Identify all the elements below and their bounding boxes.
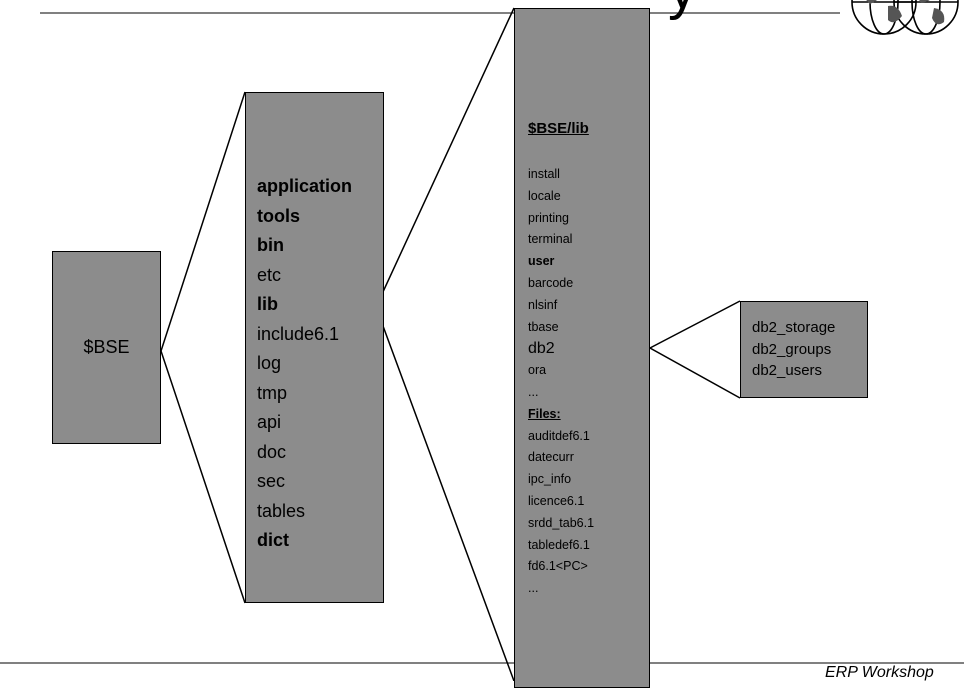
- lib-title: $BSE/lib: [528, 120, 589, 137]
- db2-item: db2_users: [752, 362, 823, 379]
- lib-item: user: [528, 254, 555, 269]
- directory-item: application: [257, 176, 353, 196]
- directory-item: tables: [257, 500, 306, 521]
- root-label: $BSE: [83, 337, 130, 357]
- lib-item: ...: [528, 581, 539, 596]
- directory-item: tools: [257, 205, 300, 226]
- slide-title-fragment: y: [668, 0, 697, 18]
- lib-item: tabledef6.1: [528, 537, 590, 552]
- lib-item: ...: [528, 384, 539, 399]
- directory-item: etc: [257, 264, 282, 285]
- db2-list: db2_storage db2_groups db2_users: [752, 317, 835, 382]
- lib-item: licence6.1: [528, 493, 585, 508]
- directory-item: lib: [257, 294, 278, 314]
- connector-db2-to-db2dir: [648, 300, 741, 399]
- db2-item: db2_storage: [752, 319, 836, 336]
- lib-item: auditdef6.1: [528, 428, 590, 443]
- directories-list: application tools bin etc lib include6.1 log tm…: [257, 172, 352, 556]
- directory-item: doc: [257, 441, 287, 462]
- directory-item: include6.1: [257, 323, 340, 344]
- db2-item: db2_groups: [752, 340, 832, 358]
- directory-item: tmp: [257, 382, 288, 403]
- directory-item: sec: [257, 471, 286, 491]
- root-box: [52, 251, 161, 444]
- lib-item: srdd_tab6.1: [528, 515, 595, 530]
- lib-item: fd6.1<PC>: [528, 559, 588, 574]
- lib-item: datecurr: [528, 450, 574, 465]
- lib-item: ipc_info: [528, 472, 572, 487]
- lib-box: [514, 8, 650, 688]
- lib-item: barcode: [528, 275, 574, 290]
- directory-item: dict: [257, 530, 290, 550]
- lib-item: locale: [528, 188, 561, 203]
- lib-item: install: [528, 167, 560, 181]
- lib-item: tbase: [528, 319, 559, 334]
- db2-box: [740, 301, 868, 398]
- directory-item: log: [257, 353, 282, 373]
- lib-item: nlsinf: [528, 297, 558, 312]
- lib-item: db2: [528, 340, 555, 358]
- directory-item: bin: [257, 235, 284, 255]
- lib-item: printing: [528, 210, 569, 225]
- directory-item: api: [257, 412, 282, 432]
- lib-item: ora: [528, 363, 547, 378]
- globe-icon: [851, 0, 959, 35]
- connector-root-to-dirs: [160, 91, 246, 604]
- connector-lib-to-libdir: [375, 7, 515, 681]
- lib-item: terminal: [528, 232, 573, 247]
- footer-text: ERP Workshop: [825, 664, 934, 681]
- lib-list: install locale printing terminal user barcode…: [528, 164, 594, 600]
- directories-box: [245, 92, 384, 603]
- files-heading: Files:: [528, 406, 561, 421]
